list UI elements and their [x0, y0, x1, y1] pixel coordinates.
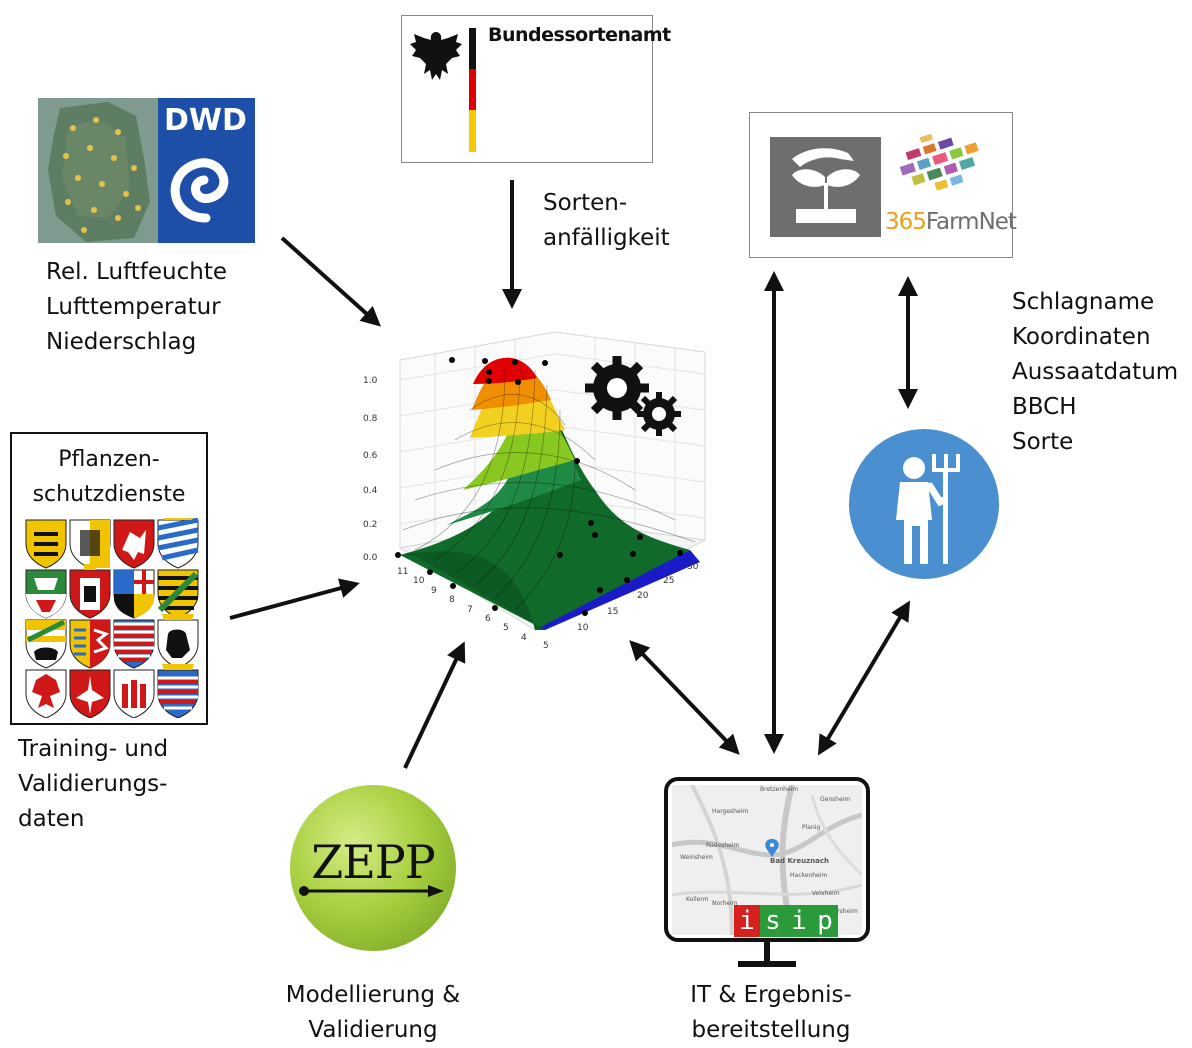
farmnet-brand-text: 365FarmNet: [885, 209, 1017, 235]
monitor-base: [738, 961, 796, 967]
x-tick-7: 7: [467, 605, 473, 615]
plant-hand-icon-tile: [770, 137, 881, 237]
z-tick-0.0: 0.0: [363, 553, 378, 563]
y-tick-10: 10: [577, 623, 589, 633]
state-coats-of-arms-grid: [25, 518, 199, 718]
map-label-ruedesheim: Rüdesheim: [706, 842, 739, 849]
farmer-icon: [849, 429, 999, 579]
map-label-bretzenheim: Bretzenheim: [760, 786, 798, 793]
farmer-field-koordinaten: Koordinaten: [1012, 324, 1151, 350]
dwd-variables: Rel. Luftfeuchte Lufttemperatur Niedersc…: [46, 255, 227, 360]
farmer-field-aussaatdatum: Aussaatdatum: [1012, 359, 1179, 385]
map-label-volxheim: Volxheim: [812, 890, 840, 897]
map-label-norheim: Norheim: [712, 900, 738, 907]
farmnet-brand-suffix: FarmNet: [925, 209, 1017, 235]
sortenanfaelligkeit-line2: anfälligkeit: [543, 225, 670, 251]
x-tick-11: 11: [397, 567, 408, 577]
dwd-logo-text: DWD: [164, 103, 247, 138]
isip-letter-i2: i: [786, 905, 812, 937]
x-tick-10: 10: [413, 576, 425, 586]
isip-caption-line2: bereitstellung: [691, 1017, 851, 1043]
map-label-gensheim: Gensheim: [820, 796, 850, 803]
y-tick-15: 15: [607, 607, 618, 617]
psd-caption: Training- und Validierungs- daten: [18, 732, 168, 837]
isip-letter-i1: i: [734, 905, 760, 937]
isip-badge: i s i p: [734, 905, 838, 937]
bundessortenamt-name: Bundessortenamt: [488, 24, 671, 46]
x-tick-6: 6: [485, 614, 491, 624]
isip-caption-line1: IT & Ergebnis-: [690, 982, 852, 1008]
map-label-kollerm: Kollerm: [686, 896, 709, 903]
map-label-planig: Planig: [802, 824, 820, 831]
y-tick-20: 20: [637, 591, 649, 601]
federal-eagle-icon: [410, 32, 462, 80]
farmer-field-schlagname: Schlagname: [1012, 289, 1155, 315]
psd-title: Pflanzen- schutzdienste: [12, 442, 206, 512]
zepp-logo: ZEPP: [290, 785, 456, 951]
bundessortenamt-logo-box: Bundessortenamt: [401, 15, 671, 163]
farmer-field-sorte: Sorte: [1012, 429, 1074, 455]
psd-caption-line2: Validierungs-: [18, 771, 168, 797]
x-tick-8: 8: [449, 595, 455, 605]
psd-box: Pflanzen- schutzdienste: [10, 432, 208, 725]
monitor-stand: [764, 942, 770, 962]
y-tick-30: 30: [687, 562, 699, 572]
psd-caption-line3: daten: [18, 806, 85, 832]
plant-hand-icon: [792, 148, 860, 223]
surface-plot: 1.0 0.8 0.6 0.4 0.2 0.0 11 10 9 8 7 6 5 …: [363, 331, 707, 651]
arrow-dwd-to-model: [280, 236, 381, 327]
isip-letter-s: s: [760, 905, 786, 937]
map-pin-icon: [765, 839, 779, 857]
zepp-caption-line2: Validierung: [308, 1017, 438, 1043]
map-label-hackenheim: Hackenheim: [790, 872, 827, 879]
arrow-farmer-isip: [817, 600, 911, 756]
zepp-logo-text: ZEPP: [311, 835, 435, 889]
farmnet-brand-prefix: 365: [885, 209, 927, 235]
map-label-bad-kreuznach: Bad Kreuznach: [770, 857, 829, 865]
dwd-logo: DWD: [38, 98, 255, 243]
farmer-fields: Schlagname Koordinaten Aussaatdatum BBCH…: [1012, 285, 1178, 460]
x-tick-9: 9: [431, 586, 437, 596]
y-tick-25: 25: [663, 576, 674, 586]
y-tick-5: 5: [543, 641, 549, 651]
gears-icon: [585, 356, 681, 436]
isip-letter-p: p: [812, 905, 838, 937]
farmnet-logo-box: 365FarmNet: [749, 112, 1017, 258]
arrow-zepp-to-model: [403, 641, 466, 769]
z-tick-0.2: 0.2: [363, 520, 377, 530]
map-label-weinsheim: Weinsheim: [680, 854, 713, 861]
arrow-psd-to-model: [229, 578, 360, 620]
dwd-variable-humidity: Rel. Luftfeuchte: [46, 259, 228, 285]
zepp-arrow-icon: [299, 885, 444, 897]
psd-title-line1: Pflanzen-: [58, 447, 160, 472]
sortenanfaelligkeit-line1: Sorten-: [543, 190, 628, 216]
farmnet-patchwork-icon: [899, 133, 979, 191]
sortenanfaelligkeit-label: Sorten- anfälligkeit: [543, 186, 670, 256]
z-tick-1.0: 1.0: [363, 376, 378, 386]
z-tick-0.4: 0.4: [363, 486, 378, 496]
germany-weather-map-image: DWD: [38, 98, 255, 243]
isip-caption: IT & Ergebnis- bereitstellung: [660, 978, 882, 1048]
z-tick-0.6: 0.6: [363, 451, 378, 461]
isip-monitor: Bretzenheim Hargesheim Gensheim Planig R…: [664, 777, 870, 942]
psd-caption-line1: Training- und: [18, 736, 169, 762]
map-label-hargesheim: Hargesheim: [712, 808, 748, 815]
psd-title-line2: schutzdienste: [32, 482, 186, 507]
zepp-caption-line1: Modellierung &: [285, 982, 461, 1008]
dwd-variable-precipitation: Niederschlag: [46, 329, 197, 355]
dwd-variable-temperature: Lufttemperatur: [46, 294, 221, 320]
x-tick-4: 4: [521, 633, 527, 643]
x-tick-5: 5: [503, 623, 509, 633]
flag-bar: [469, 28, 476, 152]
zepp-caption: Modellierung & Validierung: [262, 978, 484, 1048]
arrow-model-isip: [629, 640, 740, 755]
farmer-field-bbch: BBCH: [1012, 394, 1077, 420]
z-tick-0.8: 0.8: [363, 414, 378, 424]
